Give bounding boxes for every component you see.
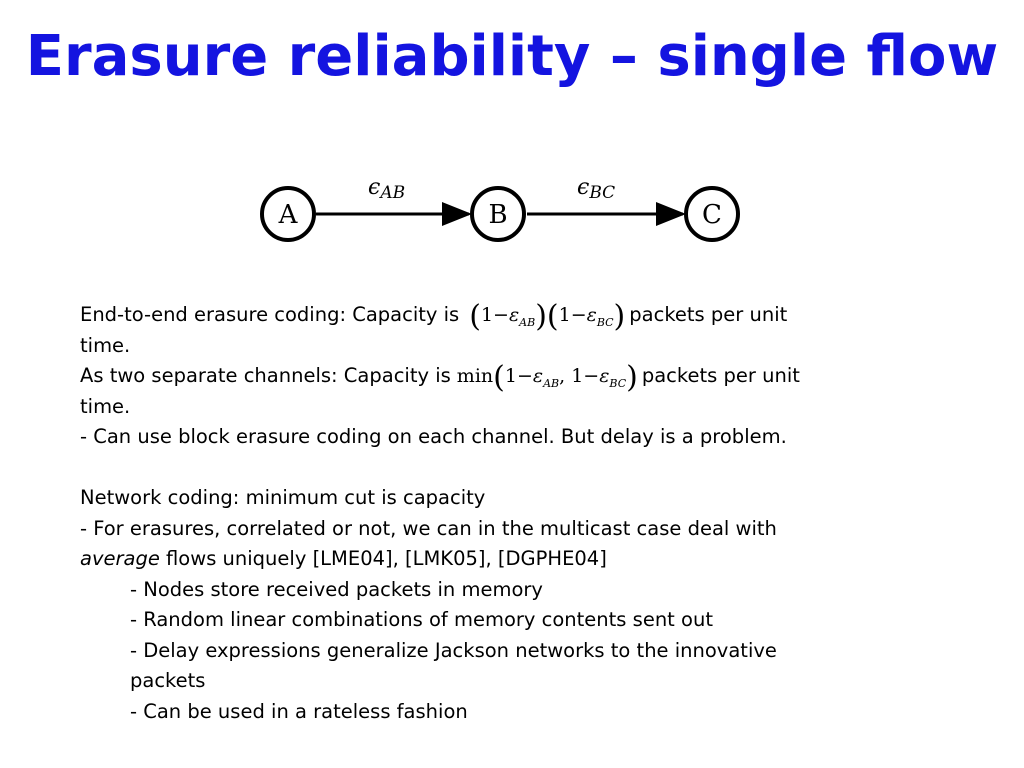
e2e-prefix: End-to-end erasure coding: Capacity is (80, 303, 460, 326)
network-coding-line-2-rest: flows uniquely [LME04], [LMK05], [DGPHE0… (159, 547, 607, 570)
sep-eps-ab: ε (532, 365, 544, 387)
e2e-capacity-line: End-to-end erasure coding: Capacity is (1… (80, 299, 960, 334)
node-c-label: C (702, 200, 722, 230)
bullet-store-packets: - Nodes store received packets in memory (130, 577, 543, 601)
sep-min: min (456, 365, 494, 387)
paragraph-gap (80, 453, 960, 484)
bullet-rateless: - Can be used in a rateless fashion (130, 699, 468, 723)
slide-body: End-to-end erasure coding: Capacity is (1… (80, 300, 960, 727)
sep-suffix: packets per unit (641, 364, 800, 387)
e2e-one-minus-ab: 1− (480, 304, 509, 326)
e2e-one-minus-bc: 1− (558, 304, 587, 326)
e2e-eps-ab: ε (508, 304, 520, 326)
average-italic: average (80, 547, 160, 570)
edge-label-bc-eps: ϵ (577, 175, 589, 200)
sep-comma: , (559, 365, 566, 387)
sep-sub-ab: AB (543, 377, 560, 390)
network-coding-line-2: average flows uniquely [LME04], [LMK05],… (80, 544, 960, 575)
edge-label-ab-sub: AB (378, 183, 405, 203)
e2e-eps-bc: ε (586, 304, 597, 326)
edge-label-bc: ϵBC (577, 175, 615, 203)
e2e-sub-ab: AB (519, 316, 536, 329)
e2e-sub-bc: BC (596, 316, 614, 329)
node-b-label: B (488, 200, 507, 230)
node-c (684, 186, 740, 242)
sep-eps-bc: ε (599, 365, 610, 387)
network-coding-line-1: - For erasures, correlated or not, we ca… (80, 516, 777, 540)
bullet-delay-expressions: - Delay expressions generalize Jackson n… (130, 638, 777, 662)
sep-one-minus-ab: 1− (504, 365, 533, 387)
network-coding-heading: Network coding: minimum cut is capacity (80, 486, 486, 509)
edge-label-ab-eps: ϵ (368, 175, 380, 200)
node-b (470, 186, 526, 242)
separate-capacity-formula: min(1−εAB, 1−εBC) (456, 360, 638, 395)
e2e-capacity-formula: (1−εAB)(1−εBC) (469, 299, 626, 334)
e2e-suffix: packets per unit (629, 303, 788, 326)
bullet-delay-expressions-wrap: packets (130, 669, 206, 692)
node-a (260, 186, 316, 242)
edge-label-ab: ϵAB (368, 175, 405, 203)
sep-sub-bc: BC (609, 377, 627, 390)
block-coding-line: - Can use block erasure coding on each c… (80, 425, 787, 448)
edge-label-bc-sub: BC (588, 183, 615, 203)
e2e-wrap-line: time. (80, 333, 131, 357)
sep-prefix: As two separate channels: Capacity is (80, 364, 451, 387)
sep-one-minus-bc: 1− (571, 365, 600, 387)
bullet-random-linear: - Random linear combinations of memory c… (130, 608, 713, 631)
slide-title-text: Erasure reliability – single flow (25, 24, 999, 89)
flow-diagram: ϵAB ϵBC A B C (260, 175, 740, 242)
slide-title: Erasure reliability – single flow (0, 22, 1024, 92)
sep-wrap-line: time. (80, 394, 131, 418)
node-a-label: A (278, 200, 299, 230)
